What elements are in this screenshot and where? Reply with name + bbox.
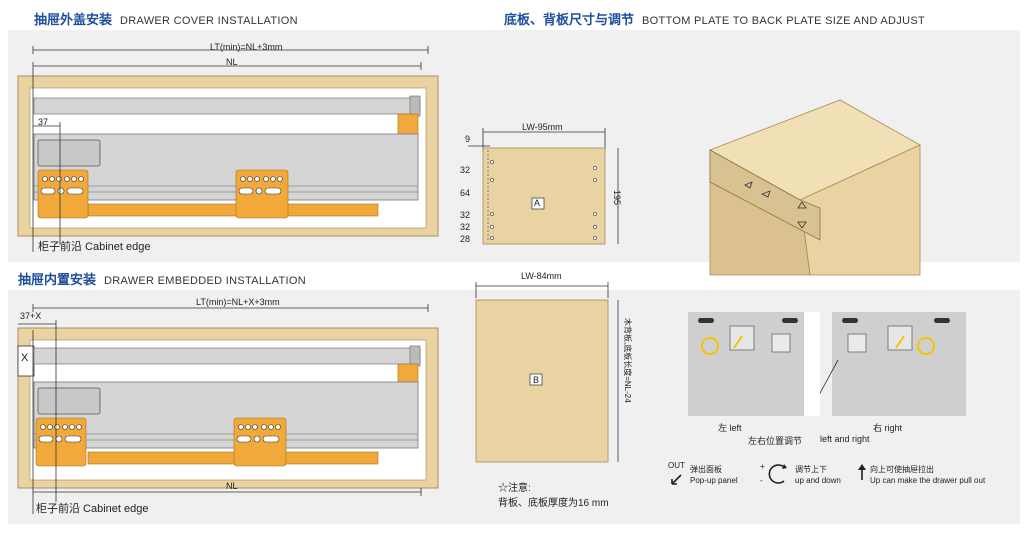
plate-a-left-offset: 9 [465, 134, 471, 144]
legend-updown-en: up and down [795, 476, 841, 485]
legend-minus: - [760, 476, 763, 485]
note-title: ☆注意: [498, 483, 531, 494]
note-text: 背板、底板厚度为16 mm [498, 498, 609, 509]
plate-b-width-label: LW-84mm [521, 271, 562, 281]
plate-b-name: B [533, 375, 540, 385]
plate-a-height-label: 195 [612, 190, 622, 206]
cover-title-en: DRAWER COVER INSTALLATION [120, 15, 298, 27]
cover-lt-label: LT(min)=NL+3mm [210, 42, 283, 52]
cover-section-title: 抽屉外盖安装 DRAWER COVER INSTALLATION [34, 9, 298, 28]
embedded-offset-label: 37+X [20, 311, 42, 321]
plates-title-cn: 底板、背板尺寸与调节 [504, 12, 635, 27]
plate-a-dim-2: 32 [460, 210, 471, 220]
legend-plus: + [760, 462, 765, 471]
cover-edge-label: 柜子前沿 Cabinet edge [38, 241, 151, 253]
legend-pull-en: Up can make the drawer pull out [870, 476, 986, 485]
plates-title-en: BOTTOM PLATE TO BACK PLATE SIZE AND ADJU… [642, 15, 925, 27]
cover-title-cn: 抽屉外盖安装 [34, 12, 113, 27]
plate-a-name: A [534, 198, 541, 208]
plate-a-width-label: LW-95mm [522, 122, 563, 132]
plate-a-diagram [468, 128, 619, 245]
embedded-lt-label: LT(min)=NL+X+3mm [196, 297, 280, 307]
plates-section-title: 底板、背板尺寸与调节 BOTTOM PLATE TO BACK PLATE SIZ… [504, 9, 925, 28]
adjust-photos [688, 312, 966, 416]
cover-offset-label: 37 [38, 117, 49, 127]
embedded-title-cn: 抽屉内置安装 [18, 272, 97, 287]
rotate-adjust-icon [768, 464, 787, 484]
embedded-drawer-diagram [17, 304, 439, 514]
legend-updown-cn: 调节上下 [795, 465, 827, 474]
plate-b-diagram [475, 282, 619, 463]
embedded-edge-label: 柜子前沿 Cabinet edge [36, 503, 149, 515]
plate-a-dim-1: 64 [460, 188, 471, 198]
adjust-right-label: 右 right [873, 423, 903, 433]
plate-a-dim-3: 32 [460, 222, 471, 232]
cover-nl-label: NL [226, 57, 238, 67]
embedded-nl-label: NL [226, 481, 238, 491]
plate-a-dim-0: 32 [460, 165, 471, 175]
legend-popup-en: Pop-up panel [690, 476, 738, 485]
cover-drawer-diagram [17, 46, 439, 252]
cabinet-3d-drawing [709, 99, 921, 276]
plate-b-height-label: 木背板,底板长度=NL-24 [623, 318, 632, 403]
embedded-x-label: X [21, 352, 29, 364]
embedded-title-en: DRAWER EMBEDDED INSTALLATION [104, 275, 306, 287]
legend-out-label: OUT [668, 461, 685, 470]
popup-arrow-icon [671, 474, 682, 485]
up-arrow-icon [858, 464, 866, 480]
legend-popup-cn: 弹出面板 [690, 465, 722, 474]
adjust-pos-label: 左右位置调节 [748, 436, 803, 446]
embedded-section-title: 抽屉内置安装 DRAWER EMBEDDED INSTALLATION [18, 269, 306, 288]
legend-pull-cn: 向上可使抽屉拉出 [870, 465, 934, 474]
plate-a-dim-4: 28 [460, 234, 471, 244]
adjust-pos-label-en: left and right [820, 434, 870, 444]
adjust-left-label: 左 left [718, 423, 742, 433]
